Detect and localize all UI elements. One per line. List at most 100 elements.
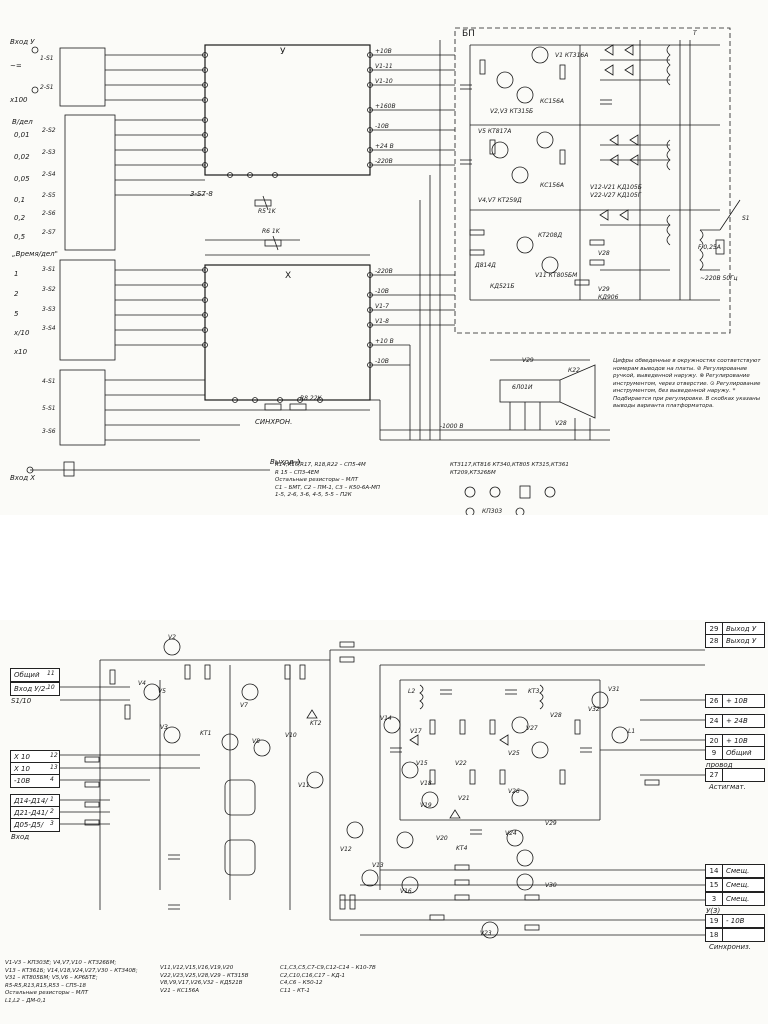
rail-label: V1-8	[375, 318, 389, 325]
switch-code: 3-S1	[42, 266, 56, 273]
terminal-label: Вход У/2-S1/10	[11, 685, 48, 705]
terminal-label: -10В	[14, 777, 31, 785]
transformer-label: Т	[693, 30, 697, 37]
part-label: KT3	[528, 688, 540, 695]
terminal-minus10-19[interactable]: 19- 10В	[705, 914, 765, 928]
top-wiring	[26, 27, 741, 515]
terminal-plus24[interactable]: 24+ 24В	[705, 714, 765, 728]
input-switch-bank	[59, 47, 116, 446]
switch-code: 2-S7	[42, 229, 56, 236]
switch-code: 2-S6	[42, 210, 56, 217]
crt-tube	[490, 359, 596, 440]
terminal-x10-a[interactable]: X 10	[10, 750, 60, 764]
terminal-label: Выход У	[726, 625, 757, 633]
part-label: V12	[340, 846, 352, 853]
range-t-1: 2	[14, 290, 19, 298]
part-label: V2	[168, 634, 176, 641]
part-label: V21	[458, 795, 470, 802]
switch-code: 3-S6	[42, 428, 56, 435]
bp-part-label: КТ208Д	[538, 232, 563, 239]
part-label: KT1	[200, 730, 212, 737]
volts-div-label: В/дел	[12, 118, 33, 126]
terminal-pin: 11	[47, 670, 55, 677]
bp-part-label: V22-V27 КД105Г	[590, 192, 642, 199]
terminal-pin: 3	[706, 893, 723, 905]
unit-x-label: Х	[285, 271, 292, 281]
part-label: V27	[526, 725, 538, 732]
bottom-wiring	[60, 638, 705, 939]
transformer	[666, 40, 741, 300]
switch-code: 3-S2	[42, 286, 56, 293]
legend-note: Цифры обведенные в окружностях соответст…	[613, 358, 761, 409]
range-v-2: 0,05	[14, 175, 30, 183]
rail-label: -220В	[375, 268, 393, 275]
fuse-label: F 0,25А	[698, 244, 721, 251]
range-t-2: 5	[14, 310, 19, 318]
terminal-input-y[interactable]: Вход У/2-S1/10	[10, 682, 60, 705]
switch-code: 2-S5	[42, 192, 56, 199]
bp-part-label: V1 КТ316А	[555, 52, 589, 59]
terminal-label: Выход У	[726, 637, 757, 645]
terminal-pin: 20	[706, 735, 723, 747]
switch-code: 2-S1	[40, 84, 54, 91]
range-v-1: 0,02	[14, 153, 30, 161]
terminal-x10-b[interactable]: X 10	[10, 762, 60, 776]
terminal-pin: 14	[706, 865, 723, 877]
part-label: V18	[420, 780, 432, 787]
rail-label: -220В	[375, 158, 393, 165]
bp-part-label: V12-V21 КД105Б	[590, 184, 642, 191]
terminal-plus10-20[interactable]: 20+ 10В	[705, 734, 765, 748]
resistor-note: R14,R16,R17, R18,R22 – СП5-4М R 15 – СП3…	[275, 462, 381, 498]
sync-label: СИНХРОН.	[255, 418, 293, 426]
rail-label: -10В	[375, 358, 389, 365]
switch-code: 3-S4	[42, 325, 56, 332]
amplifier-x-block	[204, 264, 371, 401]
range-t-3: x/10	[14, 329, 30, 337]
output-label: Выход	[270, 458, 294, 466]
terminal-input-3[interactable]: Д05-Д5/Вход	[10, 818, 60, 841]
terminal-pin: 18	[706, 929, 723, 941]
switch-code: 1-S1	[40, 55, 54, 62]
bp-part-label: V2,V3 КТ315Б	[490, 108, 534, 115]
switch-code: 4-S1	[42, 378, 56, 385]
rail-label: V1-7	[375, 303, 389, 310]
terminal-astigmatism[interactable]: 27Астигмат.	[705, 768, 765, 791]
terminal-label: + 24В	[726, 717, 748, 725]
terminal-pin: 4	[50, 776, 54, 783]
rail-label: V1-10	[375, 78, 393, 85]
time-div-label: „Время/дел"	[12, 250, 58, 258]
part-label: V19	[420, 802, 432, 809]
part-label: L1	[628, 728, 636, 735]
part-label: KT4	[456, 845, 468, 852]
terminal-label: + 10В	[726, 737, 748, 745]
part-label: V29	[545, 820, 557, 827]
part-label: V3	[160, 724, 168, 731]
part-label: V17	[410, 728, 422, 735]
part-label: V22	[455, 760, 467, 767]
parts-note-middle: V11,V12,V15,V16,V19,V20 V22,V23,V25,V28,…	[160, 965, 249, 994]
crt-part-label: V28	[555, 420, 567, 427]
bp-part-label: Д814Д	[475, 262, 496, 269]
terminal-pin: 29	[706, 623, 723, 635]
terminal-sync-18[interactable]: 18Синхрониз.	[705, 928, 765, 951]
range-v-4: 0,2	[14, 214, 26, 222]
part-label: V5	[158, 688, 166, 695]
switch-code: 5-S1	[42, 405, 56, 412]
bp-part-label: V29	[598, 286, 610, 293]
range-v-5: 0,5	[14, 233, 26, 241]
unit-bp-label: БП	[462, 29, 475, 39]
bp-part-label: КС156А	[540, 98, 565, 105]
resistor-r8-label: R8 22K	[300, 395, 322, 402]
terminal-minus10[interactable]: -10В	[10, 774, 60, 788]
switch-code: 2-S3	[42, 149, 56, 156]
input-x-label: Вход Х	[10, 474, 36, 482]
bp-part-label: V4,V7 КТ259Д	[478, 197, 522, 204]
terminal-pin: 9	[706, 747, 723, 759]
terminal-plus10-26[interactable]: 26+ 10В	[705, 694, 765, 708]
amplifier-y-block	[204, 44, 371, 176]
